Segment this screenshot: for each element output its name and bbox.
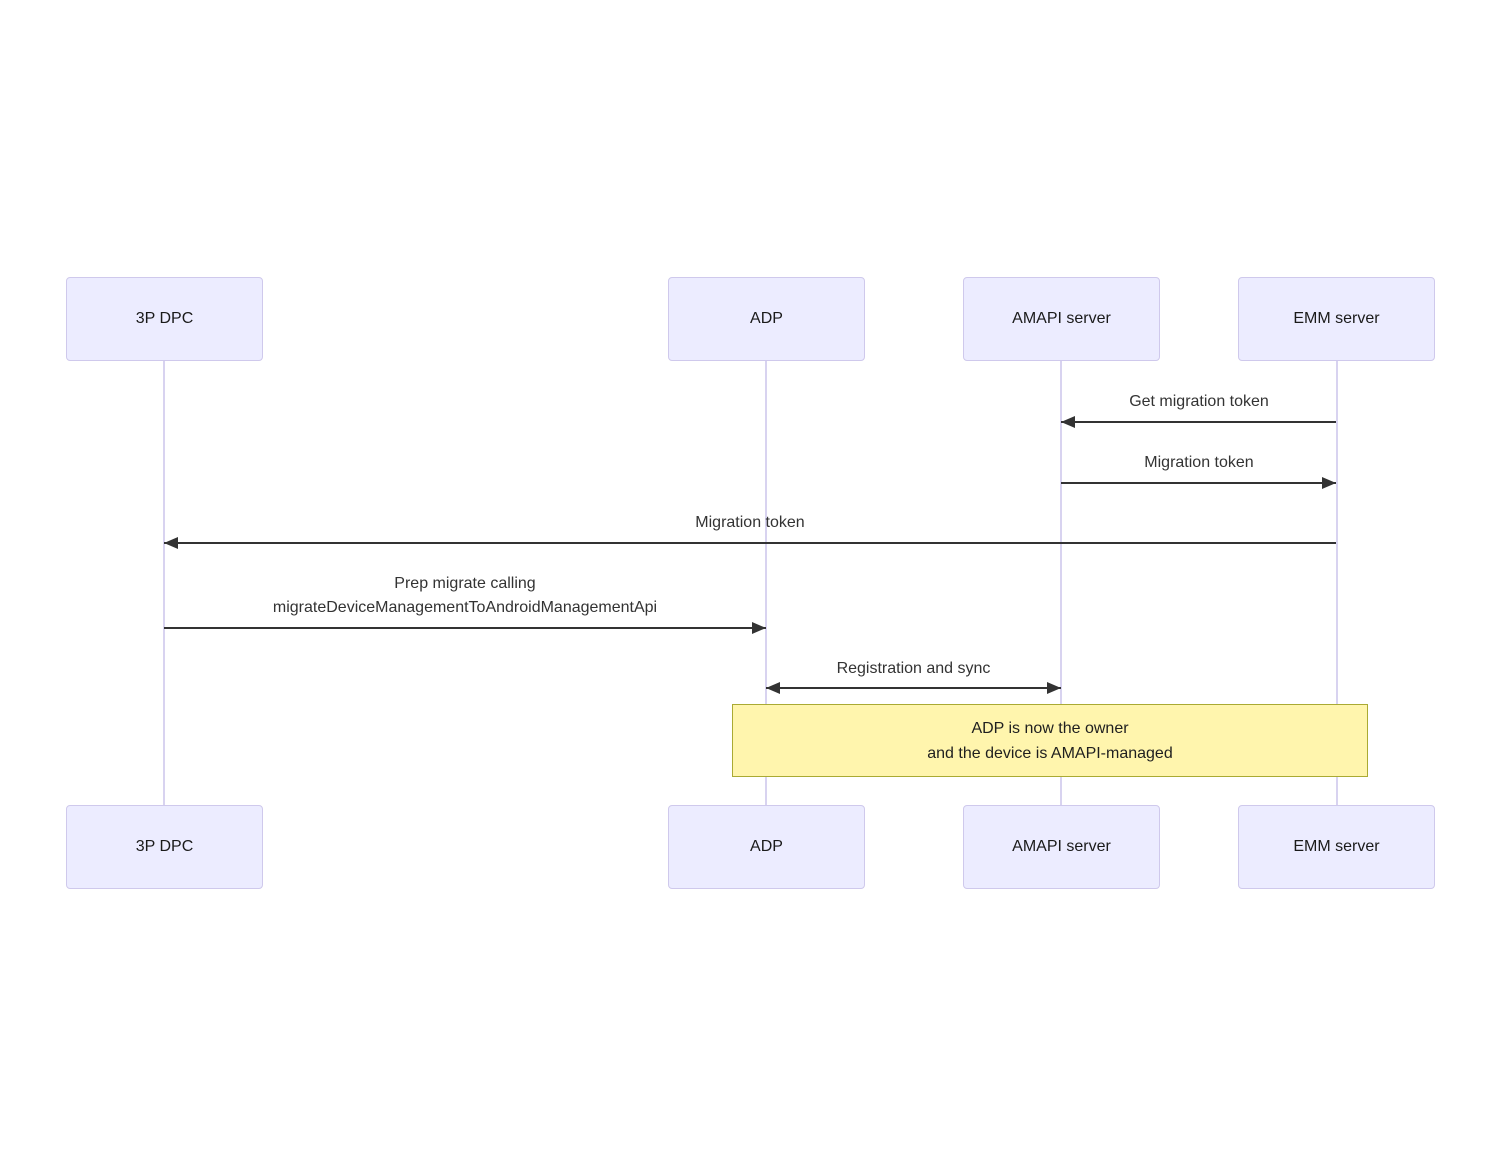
lifeline-3p-dpc xyxy=(163,361,165,805)
actor-label: EMM server xyxy=(1293,838,1380,855)
message-line xyxy=(766,687,1061,689)
note-line2: and the device is AMAPI-managed xyxy=(927,745,1173,762)
message-label: Registration and sync xyxy=(836,660,991,677)
note-adp-owner: ADP is now the owner and the device is A… xyxy=(732,704,1368,777)
actor-top-3p-dpc: 3P DPC xyxy=(66,277,263,361)
message-label: Migration token xyxy=(695,514,805,531)
actor-label: AMAPI server xyxy=(1012,310,1111,327)
note-line1: ADP is now the owner xyxy=(971,720,1129,737)
actor-top-emm-server: EMM server xyxy=(1238,277,1435,361)
actor-top-adp: ADP xyxy=(668,277,865,361)
arrowhead-right-icon xyxy=(1047,682,1061,694)
message-label: Prep migrate calling migrateDeviceManage… xyxy=(164,572,766,620)
actor-bottom-emm-server: EMM server xyxy=(1238,805,1435,889)
message-label: Migration token xyxy=(1144,454,1254,471)
actor-bottom-3p-dpc: 3P DPC xyxy=(66,805,263,889)
message-label-line1: Prep migrate calling xyxy=(394,575,536,592)
arrowhead-left-icon xyxy=(1061,416,1075,428)
actor-label: 3P DPC xyxy=(135,310,194,327)
arrowhead-left-icon xyxy=(164,537,178,549)
actor-label: ADP xyxy=(750,838,783,855)
lifeline-adp xyxy=(765,361,767,805)
actor-bottom-amapi-server: AMAPI server xyxy=(963,805,1160,889)
message-line xyxy=(1061,482,1336,484)
actor-bottom-adp: ADP xyxy=(668,805,865,889)
actor-top-amapi-server: AMAPI server xyxy=(963,277,1160,361)
actor-label: ADP xyxy=(750,310,783,327)
actor-label: 3P DPC xyxy=(135,838,194,855)
arrowhead-right-icon xyxy=(1322,477,1336,489)
lifeline-emm-server xyxy=(1336,361,1338,805)
message-line xyxy=(164,627,766,629)
message-line xyxy=(164,542,1336,544)
arrowhead-left-icon xyxy=(766,682,780,694)
actor-label: AMAPI server xyxy=(1012,838,1111,855)
actor-label: EMM server xyxy=(1293,310,1380,327)
message-line xyxy=(1061,421,1336,423)
arrowhead-right-icon xyxy=(752,622,766,634)
lifeline-amapi-server xyxy=(1060,361,1062,805)
message-label-line2: migrateDeviceManagementToAndroidManageme… xyxy=(272,599,658,616)
message-label: Get migration token xyxy=(1129,393,1269,410)
